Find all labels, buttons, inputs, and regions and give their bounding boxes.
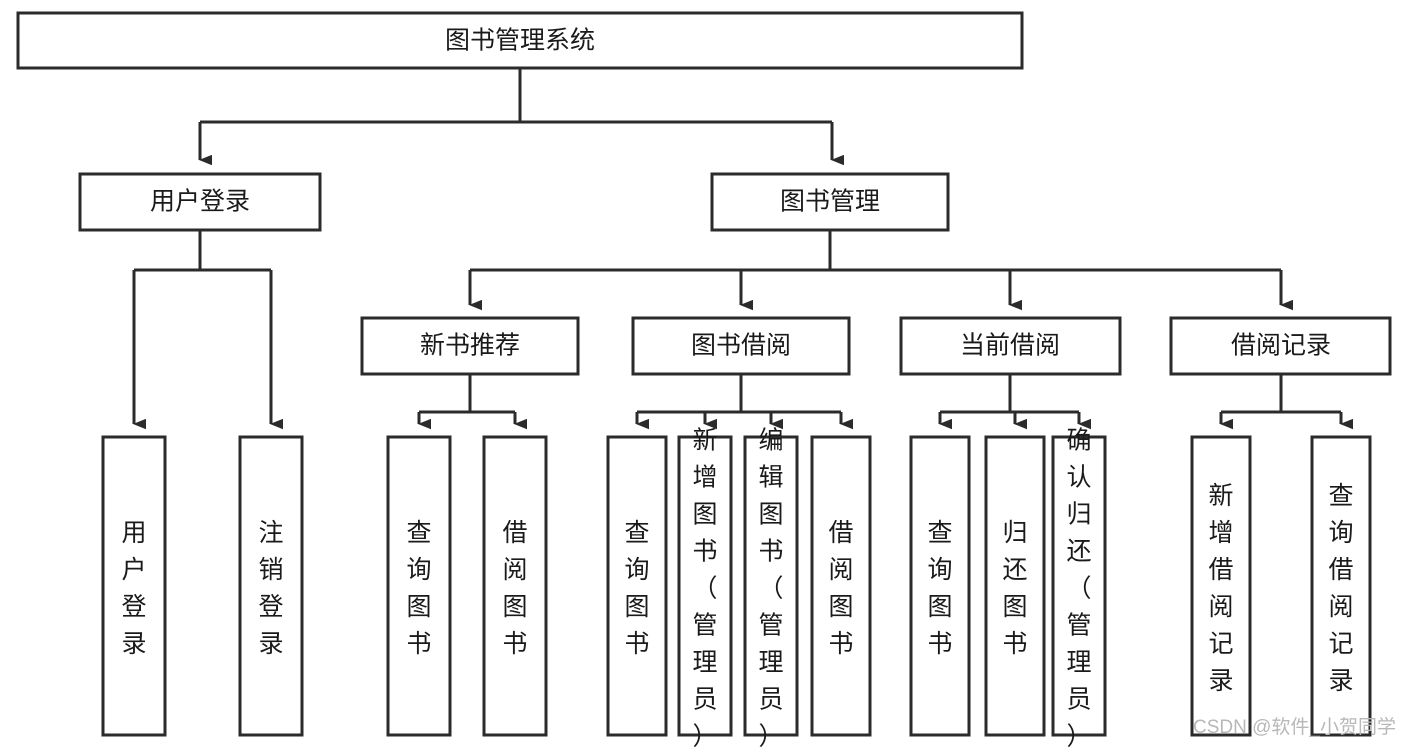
node-book-borrow[interactable]: 图书借阅 [631, 316, 851, 376]
node-leaf-borrow-book-2-box[interactable] [810, 435, 872, 737]
node-leaf-edit-book-admin-label: 编辑图书（管理员） [758, 426, 783, 747]
node-leaf-query-book-3[interactable]: 查询图书 [909, 435, 971, 737]
node-root-label: 图书管理系统 [445, 27, 595, 55]
node-leaf-return-book-box[interactable] [984, 435, 1046, 737]
node-root[interactable]: 图书管理系统 [16, 11, 1024, 70]
node-current-borrow-label: 当前借阅 [960, 332, 1060, 360]
node-leaf-add-borrow-record-label: 新增借阅记录 [1208, 482, 1233, 695]
node-new-book-recommend[interactable]: 新书推荐 [360, 316, 580, 376]
node-leaf-add-book-admin-label: 新增图书（管理员） [692, 426, 717, 747]
node-leaf-logout-login-box[interactable] [238, 435, 304, 737]
node-leaf-borrow-book-1-label: 借阅图书 [502, 519, 527, 658]
node-borrow-record-label: 借阅记录 [1231, 332, 1331, 360]
node-leaf-borrow-book-2[interactable]: 借阅图书 [810, 435, 872, 737]
node-leaf-user-login-label: 用户登录 [121, 519, 146, 658]
node-root-box[interactable] [16, 11, 1024, 70]
node-leaf-edit-book-admin[interactable]: 编辑图书（管理员） [743, 426, 799, 747]
node-book-manage[interactable]: 图书管理 [710, 172, 950, 232]
node-leaf-query-book-2[interactable]: 查询图书 [606, 435, 668, 737]
node-new-book-recommend-label: 新书推荐 [420, 332, 520, 360]
node-leaf-query-book-1-box[interactable] [386, 435, 452, 737]
node-leaf-add-borrow-record[interactable]: 新增借阅记录 [1190, 435, 1252, 737]
node-current-borrow[interactable]: 当前借阅 [899, 316, 1122, 376]
node-user-login-label: 用户登录 [150, 188, 250, 216]
node-leaf-query-borrow-record-box[interactable] [1310, 435, 1372, 737]
node-leaf-edit-book-admin-box[interactable] [743, 435, 799, 737]
node-leaf-borrow-book-2-label: 借阅图书 [828, 519, 853, 658]
node-leaf-user-login-box[interactable] [101, 435, 167, 737]
node-leaf-query-borrow-record-label: 查询借阅记录 [1328, 482, 1353, 695]
node-leaf-query-borrow-record[interactable]: 查询借阅记录 [1310, 435, 1372, 737]
node-new-book-recommend-box[interactable] [360, 316, 580, 376]
node-leaf-confirm-return-admin[interactable]: 确认归还（管理员） [1051, 426, 1107, 747]
node-leaf-borrow-book-1-box[interactable] [482, 435, 548, 737]
node-leaf-query-book-1[interactable]: 查询图书 [386, 435, 452, 737]
node-book-manage-box[interactable] [710, 172, 950, 232]
node-user-login[interactable]: 用户登录 [78, 172, 322, 232]
node-leaf-return-book-label: 归还图书 [1002, 519, 1027, 658]
node-leaf-borrow-book-1[interactable]: 借阅图书 [482, 435, 548, 737]
node-user-login-box[interactable] [78, 172, 322, 232]
node-borrow-record-box[interactable] [1169, 316, 1392, 376]
node-leaf-return-book[interactable]: 归还图书 [984, 435, 1046, 737]
node-leaf-confirm-return-admin-box[interactable] [1051, 435, 1107, 737]
node-current-borrow-box[interactable] [899, 316, 1122, 376]
node-leaf-query-book-1-label: 查询图书 [406, 519, 431, 658]
node-leaf-add-borrow-record-box[interactable] [1190, 435, 1252, 737]
node-book-manage-label: 图书管理 [780, 188, 880, 216]
node-book-borrow-box[interactable] [631, 316, 851, 376]
node-leaf-logout-login[interactable]: 注销登录 [238, 435, 304, 737]
node-leaf-confirm-return-admin-label: 确认归还（管理员） [1066, 426, 1091, 747]
connector-layer [132, 68, 1353, 430]
node-leaf-query-book-3-box[interactable] [909, 435, 971, 737]
csdn-watermark: CSDN @软件_小贺同学 [1193, 716, 1396, 738]
node-leaf-query-book-2-box[interactable] [606, 435, 668, 737]
node-book-borrow-label: 图书借阅 [691, 332, 791, 360]
node-leaf-add-book-admin-box[interactable] [677, 435, 733, 737]
leaf-node-layer: 用户登录 注销登录 查询图书 借阅图书 查询图书 新增图书（管理员） 编辑图书（管理员） 借阅… [101, 426, 1372, 747]
node-leaf-user-login[interactable]: 用户登录 [101, 435, 167, 737]
node-leaf-query-book-3-label: 查询图书 [927, 519, 952, 658]
node-leaf-query-book-2-label: 查询图书 [624, 519, 649, 658]
node-leaf-logout-login-label: 注销登录 [258, 519, 283, 658]
node-borrow-record[interactable]: 借阅记录 [1169, 316, 1392, 376]
node-leaf-add-book-admin[interactable]: 新增图书（管理员） [677, 426, 733, 747]
